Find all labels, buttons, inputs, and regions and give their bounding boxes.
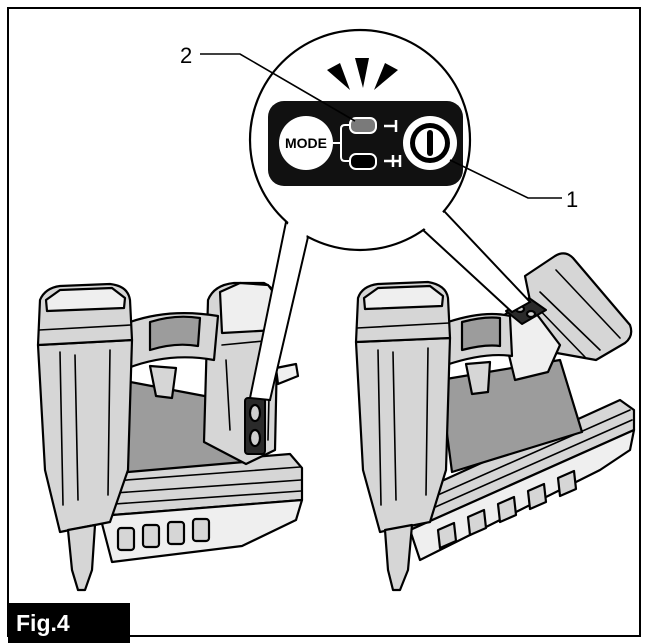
flash-rays-icon (327, 58, 398, 90)
callout-tail-right-join (417, 204, 457, 243)
left-magazine-slot (116, 526, 136, 552)
right-magazine-lines (403, 409, 633, 521)
right-handle-grip (460, 316, 502, 352)
left-panel-indicator (248, 428, 262, 448)
power-button[interactable] (403, 116, 457, 170)
callout-tail-left-join (284, 212, 309, 257)
left-trigger (148, 364, 178, 400)
left-belt-hook (274, 362, 300, 386)
left-nose (66, 523, 97, 592)
leader-line-1 (449, 159, 562, 199)
right-magazine-slot (436, 521, 458, 550)
mode-button-face[interactable] (279, 116, 333, 170)
left-front-grooves (59, 349, 111, 506)
right-magazine-slot (556, 469, 578, 498)
right-panel-indicator (525, 309, 537, 319)
right-nose (383, 523, 414, 592)
flash-ray-center (355, 58, 369, 88)
right-magazine-slot (466, 508, 488, 537)
figure-label: Fig.4 (16, 610, 70, 636)
callout-label-1: 1 (566, 187, 578, 212)
left-magazine-lines (99, 466, 302, 506)
indicator-lamp-lower (349, 153, 377, 170)
contact-mode-icon (384, 155, 402, 167)
left-magazine-slot (166, 520, 186, 546)
right-magazine-slot (526, 482, 548, 511)
left-magazine-slot (191, 517, 211, 543)
flash-ray-left (327, 63, 350, 90)
flash-ray-right (374, 63, 398, 90)
right-nailer (354, 252, 636, 592)
single-mode-icon (384, 120, 398, 132)
power-icon (427, 130, 433, 156)
mode-indicator-bracket (333, 124, 350, 162)
right-trigger (464, 360, 492, 396)
left-cap-band (38, 324, 132, 331)
left-handle-grip (148, 315, 202, 352)
left-panel-indicator (248, 403, 262, 423)
right-magazine-base (408, 428, 636, 562)
right-magazine-slot (496, 495, 518, 524)
right-front-grooves (377, 347, 429, 506)
left-magazine-slot (141, 523, 161, 549)
indicator-lamp-upper (349, 117, 377, 134)
callout-label-2: 2 (180, 43, 192, 68)
leader-line-2 (200, 53, 356, 122)
right-top-cap-face (362, 284, 445, 311)
left-top-cap-face (44, 286, 127, 313)
mode-button[interactable]: MODE (279, 116, 333, 170)
left-nailer (36, 281, 304, 592)
figure-label-box (8, 603, 130, 643)
right-cap-band (356, 322, 450, 329)
mode-button-label: MODE (285, 135, 327, 151)
